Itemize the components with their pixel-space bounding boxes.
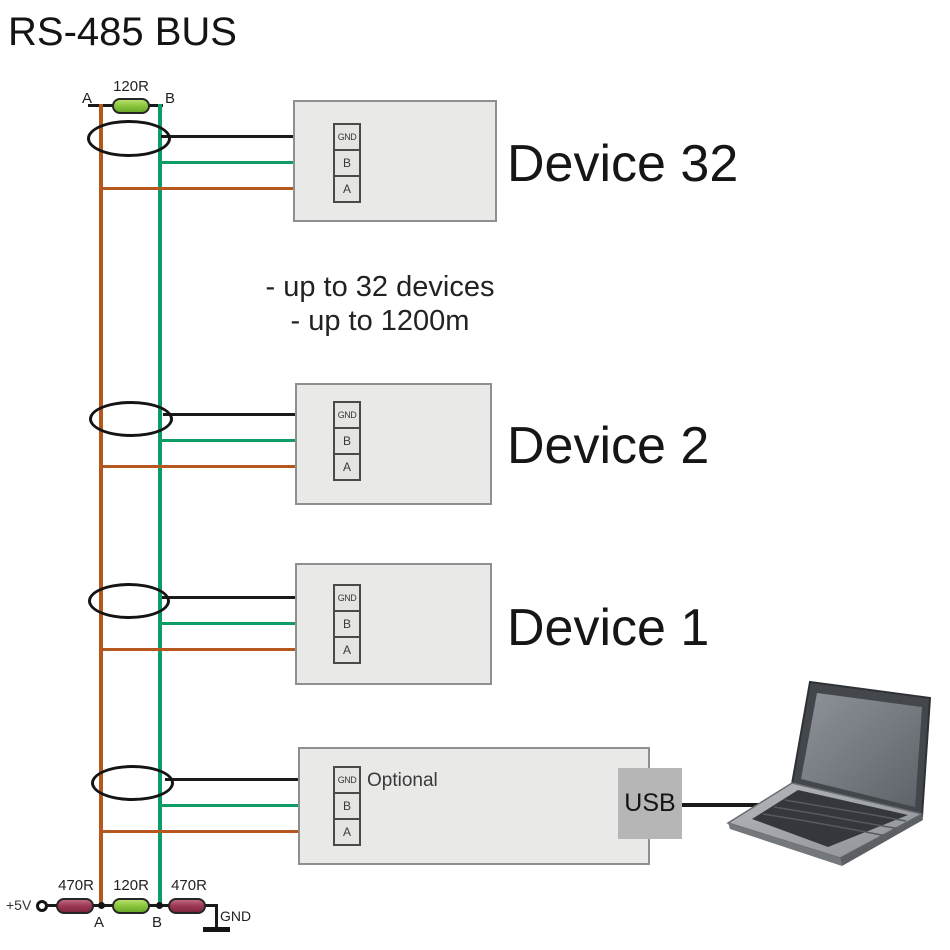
note-line-2: - up to 1200m xyxy=(290,305,470,338)
a-wire-device32 xyxy=(101,187,333,190)
a-wire-device1 xyxy=(101,648,333,651)
terminal-b: B xyxy=(335,149,359,175)
top-resistor-label: 120R xyxy=(113,78,149,95)
termination-resistor-470r-right xyxy=(168,898,206,914)
gnd-wire-device1 xyxy=(162,596,333,599)
node-a-junction xyxy=(98,902,105,909)
supply-5v-label: +5V xyxy=(6,897,32,913)
device-box-32 xyxy=(293,100,497,222)
bus-notes: - up to 32 devices - up to 1200m xyxy=(205,270,555,338)
resistor-120r-label: 120R xyxy=(113,877,149,894)
termination-resistor-120r-top xyxy=(112,98,150,114)
terminal-block-device32: GND B A xyxy=(333,123,361,203)
bus-wire-b xyxy=(158,104,162,908)
twisted-pair-loop-device2 xyxy=(89,401,173,437)
terminal-a: A xyxy=(335,175,359,201)
termination-resistor-120r-bottom xyxy=(112,898,150,914)
note-line-1: - up to 32 devices xyxy=(265,271,495,303)
bottom-node-b-label: B xyxy=(152,914,163,931)
terminal-block-device2: GND B A xyxy=(333,401,361,481)
terminal-a: A xyxy=(335,818,359,844)
gnd-wire-device32 xyxy=(161,135,333,138)
laptop-image xyxy=(726,680,932,866)
device-box-2 xyxy=(295,383,492,505)
ground-symbol xyxy=(203,927,230,932)
usb-cable xyxy=(681,803,768,807)
resistor-470r-label-1: 470R xyxy=(58,877,94,894)
resistor-470r-label-2: 470R xyxy=(171,877,207,894)
gnd-drop-wire xyxy=(215,906,218,929)
optional-label: Optional xyxy=(367,770,438,791)
top-node-b-label: B xyxy=(165,90,176,107)
terminal-gnd: GND xyxy=(337,132,357,142)
ground-label: GND xyxy=(220,908,252,924)
device-box-1 xyxy=(295,563,492,685)
gnd-wire-adapter xyxy=(165,778,333,781)
terminal-gnd: GND xyxy=(337,775,357,785)
terminal-a: A xyxy=(335,453,359,479)
page-title: RS-485 BUS xyxy=(8,10,237,54)
terminal-block-device1: GND B A xyxy=(333,584,361,664)
usb-label: USB xyxy=(624,789,676,817)
b-wire-device2 xyxy=(160,439,333,442)
twisted-pair-loop-device32 xyxy=(87,120,171,157)
gnd-wire-device2 xyxy=(163,413,333,416)
terminal-gnd: GND xyxy=(337,410,357,420)
twisted-pair-loop-device1 xyxy=(88,583,170,619)
b-wire-adapter xyxy=(160,804,333,807)
terminal-block-adapter: GND B A xyxy=(333,766,361,846)
device-label-32: Device 32 xyxy=(507,135,739,193)
top-node-a-label: A xyxy=(82,90,93,107)
termination-resistor-470r-left xyxy=(56,898,94,914)
usb-port: USB xyxy=(618,768,682,839)
a-wire-device2 xyxy=(101,465,333,468)
terminal-gnd: GND xyxy=(337,593,357,603)
terminal-b: B xyxy=(335,792,359,818)
terminal-a: A xyxy=(335,636,359,662)
terminal-b: B xyxy=(335,427,359,453)
device-label-1: Device 1 xyxy=(507,599,710,657)
bottom-node-a-label: A xyxy=(94,914,105,931)
b-wire-device1 xyxy=(160,622,333,625)
bus-wire-a xyxy=(99,104,103,908)
a-wire-adapter xyxy=(101,830,333,833)
twisted-pair-loop-adapter xyxy=(91,765,174,801)
device-label-2: Device 2 xyxy=(507,417,710,475)
b-wire-device32 xyxy=(160,161,333,164)
terminal-b: B xyxy=(335,610,359,636)
node-b-junction xyxy=(156,902,163,909)
